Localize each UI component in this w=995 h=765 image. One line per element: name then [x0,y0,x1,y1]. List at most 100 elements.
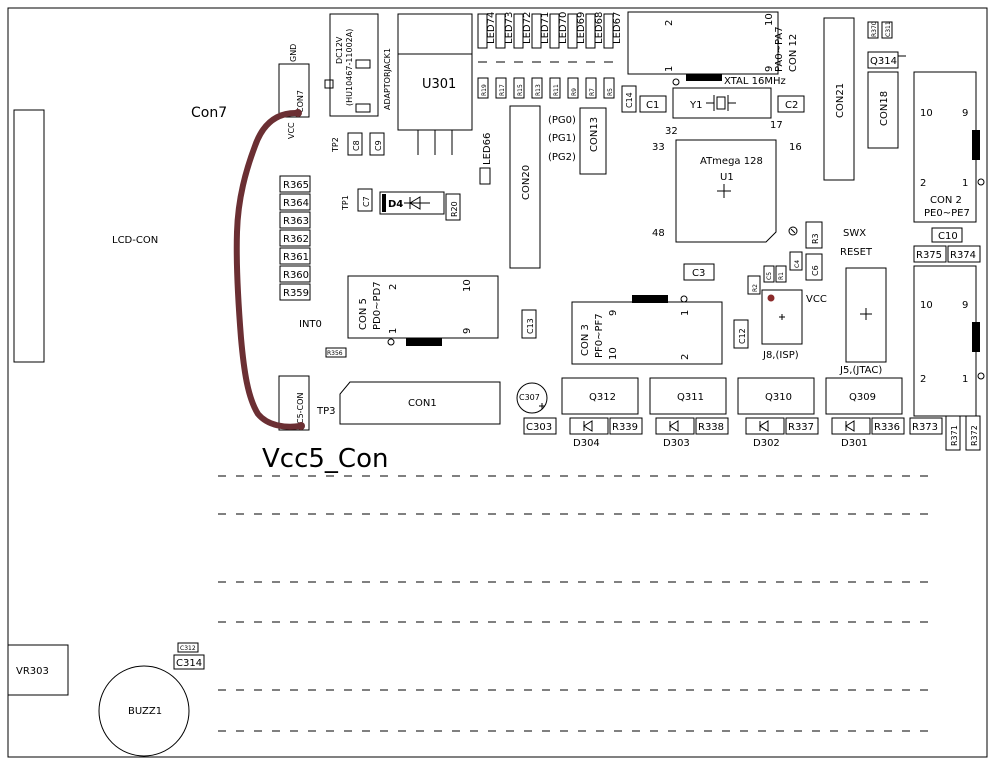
svg-text:Q312: Q312 [589,392,616,403]
c14-label: C14 [625,92,634,108]
svg-text:1: 1 [680,310,691,316]
svg-text:D302: D302 [753,438,780,449]
con12-box [628,12,778,74]
svg-text:1: 1 [962,374,968,385]
svg-text:C312: C312 [180,645,196,652]
svg-text:2: 2 [920,178,926,189]
d4-label: D4 [388,199,403,210]
led-res-4: R11 [553,84,560,96]
svg-text:D301: D301 [841,438,868,449]
svg-text:1: 1 [664,66,675,72]
svg-text:Q309: Q309 [849,392,876,403]
svg-text:R374: R374 [950,250,976,261]
c5con-box [279,376,309,430]
mcu-name: ATmega 128 [700,156,763,167]
q311-block: Q311 R338 D303 [650,378,728,449]
con7-gnd: GND [289,44,298,62]
mcu-ref: U1 [720,172,734,183]
led-label-1: LED73 [504,12,515,44]
led-res-5: R9 [571,88,578,96]
lcd-connector [14,110,44,362]
svg-text:R371: R371 [950,425,959,446]
int0-label: INT0 [299,319,322,330]
svg-text:J8,(ISP): J8,(ISP) [762,350,799,361]
con2-name: CON 2 [930,195,962,206]
q310-block: Q310 R337 D302 [738,378,818,449]
svg-text:Q311: Q311 [677,392,704,403]
wire-end-bottom [297,422,305,430]
svg-text:2: 2 [920,374,926,385]
led-label-3: LED71 [540,12,551,44]
crystal-box [673,88,771,118]
c6-label: C6 [811,265,820,276]
r359-label: R359 [283,288,309,299]
vr303-label: VR303 [16,666,49,677]
swx-label: SWX [843,228,866,239]
svg-text:9: 9 [462,328,473,334]
svg-text:1: 1 [962,178,968,189]
svg-text:R339: R339 [612,422,638,433]
buzzer [99,666,189,756]
board-outline [8,8,987,757]
svg-text:10: 10 [920,300,933,311]
svg-text:C10: C10 [938,231,958,242]
q309-block: Q309 R336 D301 [826,378,904,449]
svg-text:C5: C5 [766,272,773,280]
svg-text:9: 9 [962,300,968,311]
tp1-label: TP1 [341,195,350,211]
svg-text:33: 33 [652,142,665,153]
tp2-label: TP2 [331,137,340,153]
dc12v-label: DC12V [335,36,344,64]
pg1-label: (PG1) [548,133,576,144]
buzzer-label: BUZZ1 [128,706,162,717]
led-res-3: R13 [535,84,542,96]
mcu-body [675,139,777,243]
con5-box [348,276,498,338]
c13-label: C13 [526,318,535,334]
svg-text:10: 10 [920,108,933,119]
svg-text:C311: C311 [885,21,892,37]
r20-label: R20 [450,201,459,217]
led66-label: LED66 [482,133,493,165]
annotation-con7: Con7 [191,105,227,121]
svg-text:R372: R372 [970,425,979,446]
con12-pins: PA0~PA7 [774,26,785,72]
svg-text:C4: C4 [794,260,801,268]
con21-box [824,18,854,180]
svg-text:10: 10 [462,279,473,292]
j8-pin1-dot [767,294,775,302]
led-res-2: R15 [517,84,524,96]
j8-box [762,290,802,344]
svg-text:32: 32 [665,126,678,137]
dc-jack-box [330,14,378,116]
svg-text:17: 17 [770,120,783,131]
svg-text:R336: R336 [874,422,900,433]
c12-label: C12 [738,328,747,344]
svg-text:R337: R337 [788,422,814,433]
con2-pins: PE0~PE7 [924,208,970,219]
con13-label: CON13 [589,117,600,152]
svg-text:10: 10 [608,347,619,360]
svg-text:1: 1 [388,328,399,334]
con20-label: CON20 [521,165,532,200]
c307-cap [517,383,547,413]
svg-text:R1: R1 [778,272,785,280]
hu-label: (HU10467-11002A) [345,29,354,106]
svg-text:R373: R373 [912,422,938,433]
r365-label: R365 [283,180,309,191]
xtal-label: XTAL 16MHz [724,76,786,87]
con21-label: CON21 [835,83,846,118]
svg-text:R375: R375 [916,250,942,261]
c8-label: C8 [352,140,361,151]
con12-name: CON 12 [788,34,799,72]
y1-label: Y1 [689,100,702,111]
r356-label: R356 [327,350,343,357]
c9-label: C9 [374,140,383,151]
svg-text:D304: D304 [573,438,600,449]
right-connector-box [914,266,976,416]
q312-block: Q312 R339 D304 [562,378,642,449]
small-pad [325,80,333,88]
r3-label: R3 [811,233,820,244]
con5-pins: PD0~PD7 [372,281,383,330]
